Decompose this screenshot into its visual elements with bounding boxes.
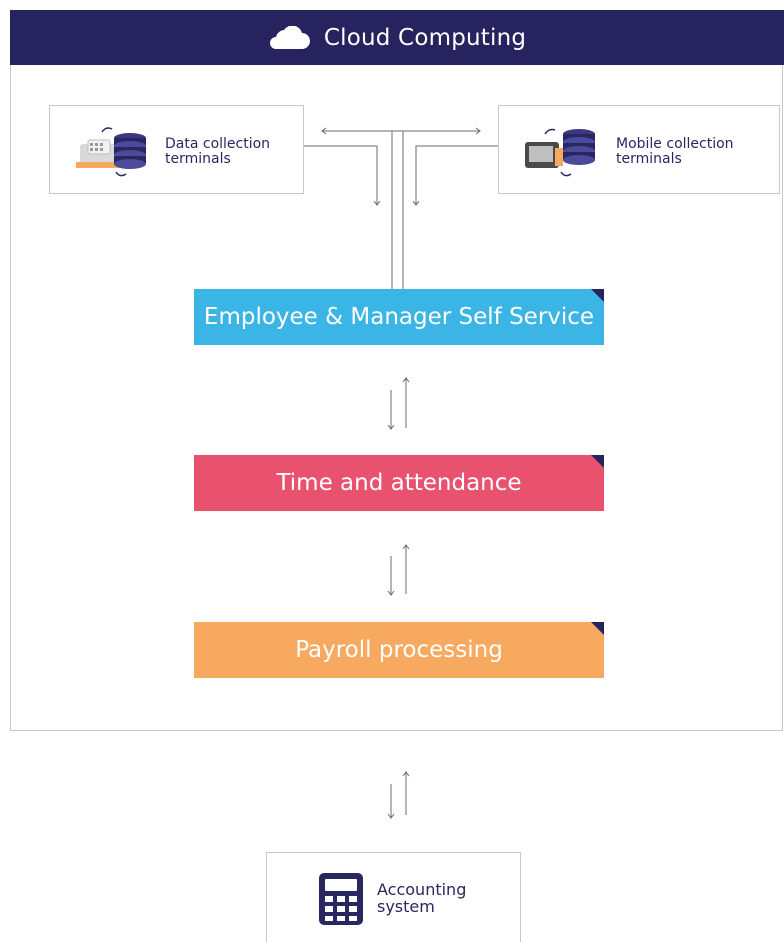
mobile-collection-terminals-label: Mobile collection terminals [616,136,734,167]
cloud-icon [269,25,310,49]
mobile-device-database-icon [525,128,595,177]
payroll-processing-stage: Payroll processing [194,622,604,678]
employee-manager-self-service-stage: Employee & Manager Self Service [194,289,604,345]
mobile-collection-terminals-box: Mobile collection terminals [498,105,780,194]
stage-label: Payroll processing [295,637,503,663]
accounting-system-box: Accounting system [266,852,521,942]
accounting-system-label: Accounting system [377,880,467,916]
folded-corner [591,289,604,302]
data-collection-terminals-label: Data collection terminals [165,136,271,167]
folded-corner [591,455,604,468]
header-title: Cloud Computing [323,24,527,51]
time-and-attendance-stage: Time and attendance [194,455,604,511]
stage-label: Employee & Manager Self Service [203,304,595,330]
data-collection-terminals-box: Data collection terminals [49,105,304,194]
cloud-container [10,65,783,731]
stage-label: Time and attendance [276,470,522,496]
cash-register-database-icon [76,127,146,177]
folded-corner [591,622,604,635]
cloud-computing-header: Cloud Computing [10,10,784,65]
calculator-icon [319,873,363,925]
